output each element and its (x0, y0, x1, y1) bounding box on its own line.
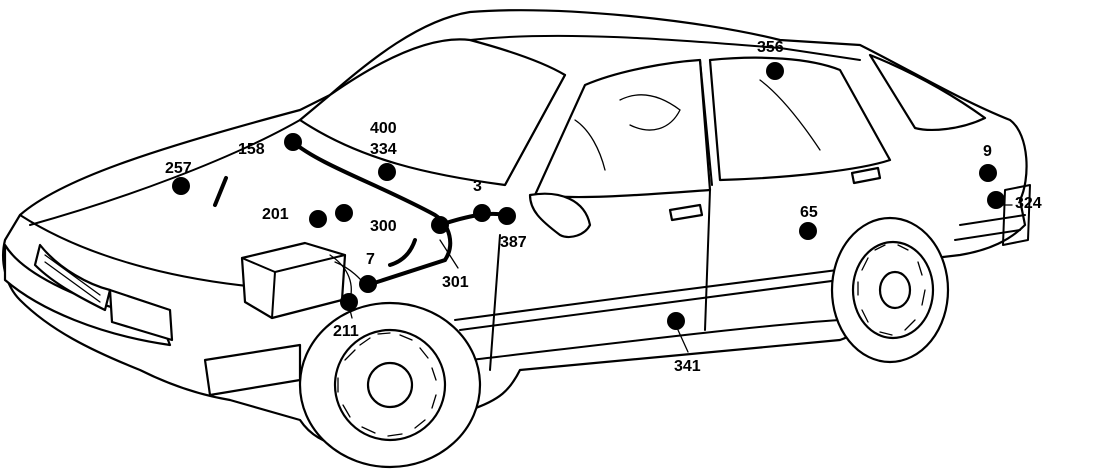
label-65: 65 (800, 204, 818, 221)
component-labels: 356 400 334 158 257 9 3 201 300 387 65 3… (165, 39, 1042, 375)
component-dot-341 (667, 312, 685, 330)
label-400: 400 (370, 120, 397, 137)
component-dot-158 (284, 133, 302, 151)
component-dot-7 (359, 275, 377, 293)
label-257: 257 (165, 160, 192, 177)
component-dot-201b (335, 204, 353, 222)
component-dot-257 (172, 177, 190, 195)
label-334: 334 (370, 141, 397, 158)
label-211: 211 (333, 323, 359, 340)
label-324: 324 (1015, 195, 1042, 212)
component-dot-387 (498, 207, 516, 225)
component-dot-9 (979, 164, 997, 182)
component-dot-324 (987, 191, 1005, 209)
component-dot-300 (431, 216, 449, 234)
component-dot-211 (340, 293, 358, 311)
component-dot-65 (799, 222, 817, 240)
label-158: 158 (238, 141, 265, 158)
label-300: 300 (370, 218, 397, 235)
label-301: 301 (442, 274, 469, 291)
label-9: 9 (983, 143, 992, 160)
front-wheel (298, 301, 482, 469)
component-dots (172, 62, 1005, 330)
label-7: 7 (366, 251, 375, 268)
rear-wheel (830, 216, 950, 364)
label-387: 387 (500, 234, 527, 251)
leader-lines (349, 204, 1013, 353)
car-body (2, 9, 1031, 450)
component-dot-3 (473, 204, 491, 222)
label-341: 341 (674, 358, 701, 375)
component-dot-201a (309, 210, 327, 228)
component-dot-400-334 (378, 163, 396, 181)
component-dot-356 (766, 62, 784, 80)
label-3: 3 (473, 178, 482, 195)
label-356: 356 (757, 39, 784, 56)
label-201: 201 (262, 206, 289, 223)
